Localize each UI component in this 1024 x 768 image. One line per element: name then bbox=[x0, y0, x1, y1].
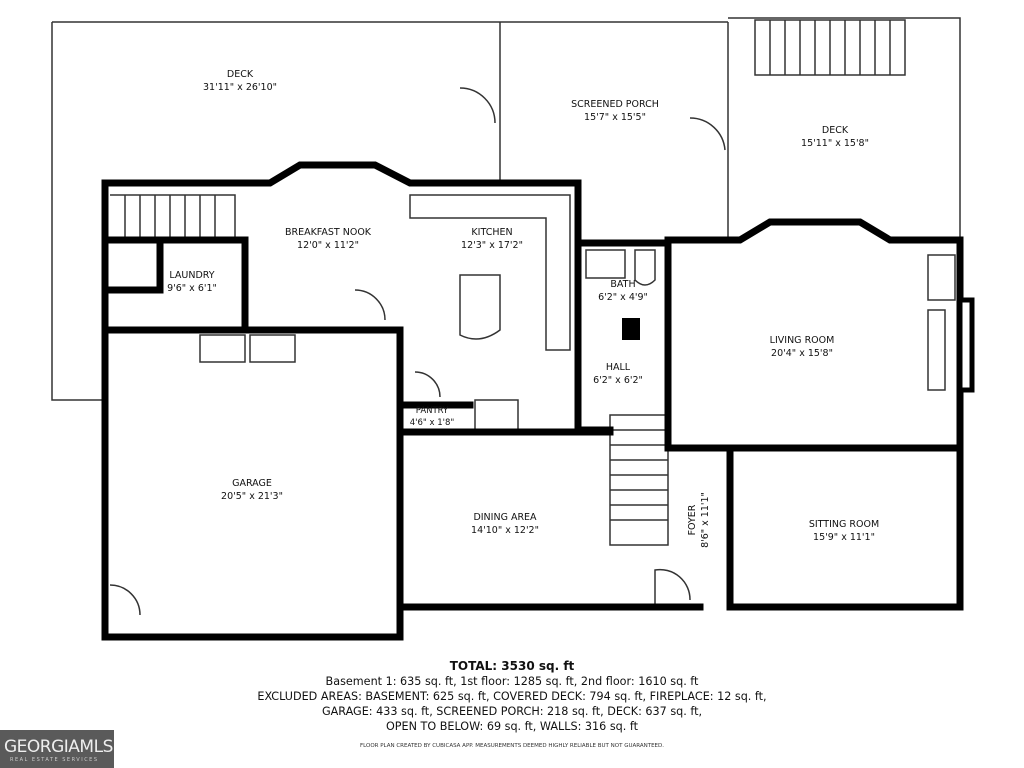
stairs-deck bbox=[754, 19, 906, 76]
walls bbox=[101, 161, 964, 641]
excluded-areas-3: OPEN TO BELOW: 69 sq. ft, WALLS: 316 sq.… bbox=[385, 720, 638, 733]
deck-outlines bbox=[51, 17, 961, 616]
credit-note: FLOOR PLAN CREATED BY CUBICASA APP. MEAS… bbox=[359, 743, 665, 749]
area-summary: TOTAL: 3530 sq. ft Basement 1: 635 sq. f… bbox=[0, 659, 1024, 734]
excluded-areas-1: EXCLUDED AREAS: BASEMENT: 625 sq. ft, CO… bbox=[257, 690, 767, 703]
excluded-areas-2: GARAGE: 433 sq. ft, SCREENED PORCH: 218 … bbox=[321, 705, 703, 718]
floor-breakdown: Basement 1: 635 sq. ft, 1st floor: 1285 … bbox=[325, 675, 699, 688]
kitchen-counter bbox=[409, 194, 571, 351]
living-fixtures bbox=[927, 254, 956, 391]
georgia-mls-logo: GEORGIAMLS REAL ESTATE SERVICES bbox=[0, 730, 114, 768]
bath-fixtures bbox=[585, 249, 656, 286]
stairs-laundry bbox=[110, 194, 236, 240]
kitchen-island bbox=[459, 274, 501, 340]
fireplace bbox=[957, 297, 975, 393]
chimney bbox=[622, 318, 640, 340]
total-area: TOTAL: 3530 sq. ft bbox=[449, 659, 575, 673]
